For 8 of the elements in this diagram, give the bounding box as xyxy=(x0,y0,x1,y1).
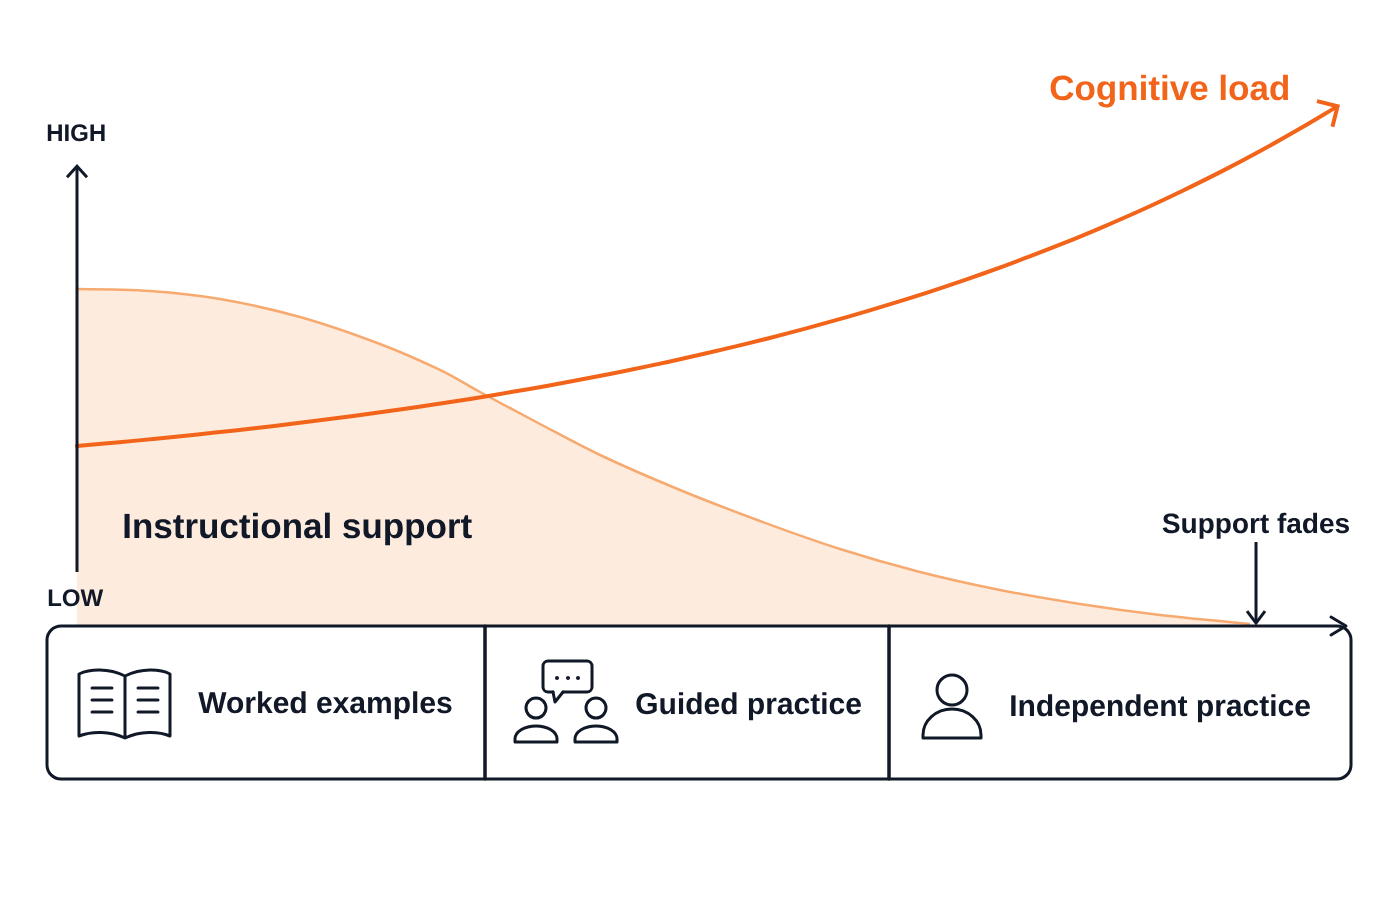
curve-label: Cognitive load xyxy=(1050,74,1288,108)
cell: Independent practice xyxy=(887,624,1353,781)
cell: Worked examples xyxy=(45,624,487,781)
callout-label: Support fades xyxy=(1162,512,1349,539)
cell: Guided practice xyxy=(483,624,891,781)
leader-arrow xyxy=(1245,542,1267,626)
axis-label: HIGH xyxy=(47,124,105,142)
area-label: Instructional support xyxy=(124,512,472,546)
